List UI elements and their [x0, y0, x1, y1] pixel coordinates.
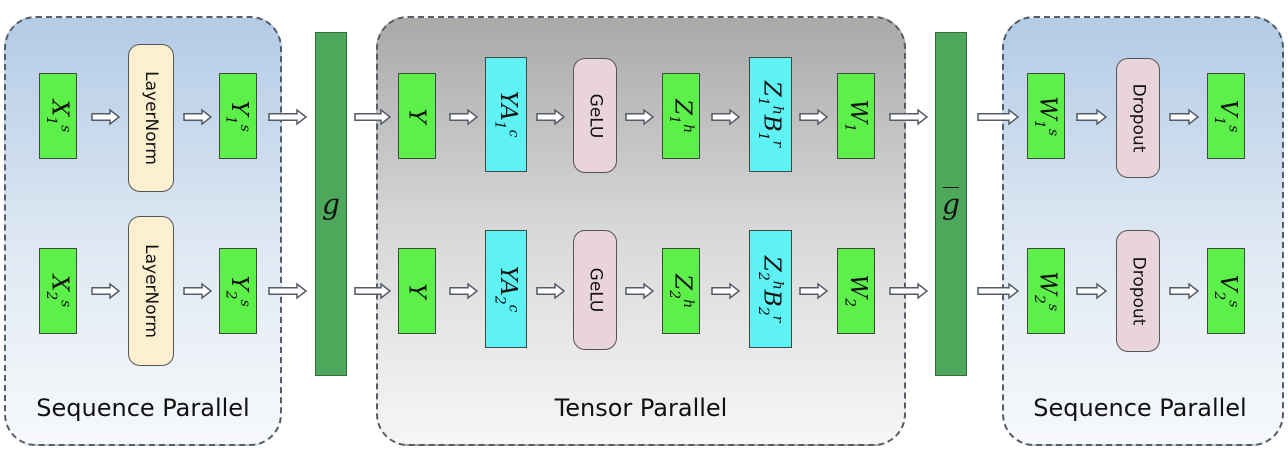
arrow-row2-6 — [536, 282, 566, 300]
arrow-row1-4 — [354, 108, 392, 126]
y-full-tensor-1: Y — [398, 73, 436, 159]
dropout-op-2: Dropout — [1116, 230, 1160, 352]
arrow-row2-12 — [1076, 282, 1108, 300]
v1s-tensor: V1s — [1207, 73, 1245, 159]
gbar-label: g — [942, 186, 960, 221]
z2h-b2r-tensor: Z2hB2r — [749, 230, 792, 348]
w2-tensor: W2 — [837, 248, 875, 334]
arrow-row1-6 — [536, 108, 566, 126]
gelu-op-2: GeLU — [573, 230, 617, 350]
arrow-row2-7 — [625, 282, 655, 300]
y2s-tensor: Y2s — [219, 248, 257, 334]
arrow-row1-12 — [1076, 108, 1108, 126]
arrow-row1-7 — [625, 108, 655, 126]
arrow-row2-10 — [889, 282, 929, 300]
x1s-tensor: X1s — [39, 73, 77, 159]
sequence-parallel-left-label: Sequence Parallel — [36, 394, 250, 422]
ya2c-tensor: YA2c — [485, 230, 527, 348]
w1s-tensor: W1s — [1027, 73, 1065, 159]
arrow-row1-10 — [889, 108, 929, 126]
g-allgather-bar: g — [315, 32, 347, 376]
arrow-row1-2 — [183, 108, 213, 126]
z1h-b1r-tensor: Z1hB1r — [749, 57, 792, 172]
g-bar-reducescatter-bar: g — [935, 32, 967, 376]
x2s-tensor: X2s — [39, 248, 77, 334]
v2s-tensor: V2s — [1207, 248, 1245, 334]
arrow-row2-13 — [1169, 282, 1200, 300]
arrow-row2-3 — [268, 282, 308, 300]
arrow-row2-11 — [977, 282, 1020, 300]
y1s-tensor: Y1s — [219, 73, 257, 159]
arrow-row1-9 — [799, 108, 829, 126]
arrow-row1-5 — [449, 108, 479, 126]
z1h-tensor: Z1h — [662, 73, 700, 159]
ya1c-tensor: YA1c — [485, 57, 527, 172]
arrow-row2-9 — [799, 282, 829, 300]
w2s-tensor: W2s — [1027, 248, 1065, 334]
w1-tensor: W1 — [837, 73, 875, 159]
arrow-row2-5 — [449, 282, 479, 300]
dropout-op-1: Dropout — [1116, 58, 1160, 178]
z2h-tensor: Z2h — [662, 248, 700, 334]
y-full-tensor-2: Y — [398, 248, 436, 334]
layernorm-op-1: LayerNorm — [128, 44, 174, 192]
arrow-row2-8 — [711, 282, 741, 300]
arrow-row1-3 — [268, 108, 308, 126]
arrow-row2-1 — [91, 282, 121, 300]
sequence-parallel-right-label: Sequence Parallel — [1033, 394, 1247, 422]
tensor-parallel-label: Tensor Parallel — [554, 394, 728, 422]
arrow-row1-11 — [977, 108, 1020, 126]
arrow-row1-1 — [91, 108, 121, 126]
arrow-row2-4 — [354, 282, 392, 300]
g-label: g — [322, 187, 340, 221]
gelu-op-1: GeLU — [573, 58, 617, 173]
layernorm-op-2: LayerNorm — [128, 216, 174, 366]
arrow-row1-8 — [711, 108, 741, 126]
arrow-row1-13 — [1169, 108, 1200, 126]
tensor-parallel-region — [376, 16, 906, 446]
arrow-row2-2 — [183, 282, 213, 300]
